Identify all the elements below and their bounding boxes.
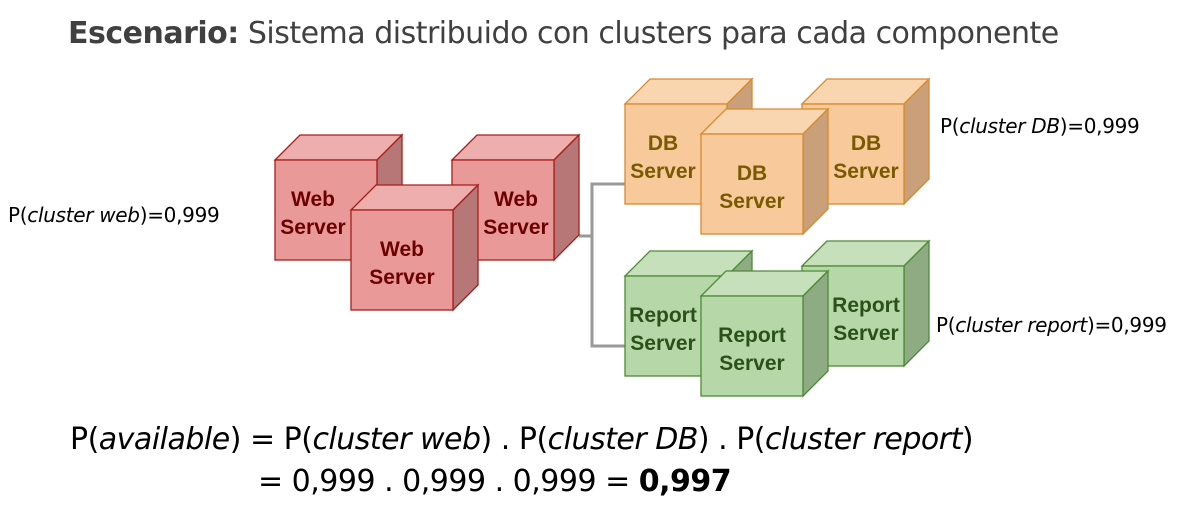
web-server-3-label: Server	[369, 266, 434, 289]
connector-branches	[590, 182, 625, 348]
web-server-1-label: Web	[291, 188, 335, 211]
formula-result: 0,997	[638, 464, 732, 499]
formula-line-2: = 0,999 . 0,999 . 0,999 = 0,997	[258, 464, 732, 499]
report-server-1-label: Server	[630, 332, 695, 355]
web-server-3-label: Web	[380, 238, 424, 261]
db-server-3-front	[700, 133, 804, 235]
scenario-title: Escenario: Sistema distribuido con clust…	[68, 16, 1059, 51]
web-server-2-label: Web	[494, 188, 538, 211]
db-server-1-label: DB	[648, 132, 678, 155]
prob-cluster-db: P(cluster DB)=0,999	[940, 114, 1140, 138]
report-server-3-label: Report	[718, 324, 786, 347]
web-server-2-label: Server	[483, 216, 548, 239]
db-server-3-label: Server	[719, 190, 784, 213]
web-server-1-label: Server	[280, 216, 345, 239]
db-server-1-label: Server	[630, 160, 695, 183]
formula-line-1: P(available) = P(cluster web) . P(cluste…	[70, 422, 974, 457]
report-server-1-label: Report	[629, 304, 697, 327]
db-server-3-label: DB	[737, 162, 767, 185]
report-server-2-label: Server	[833, 322, 898, 345]
db-server-2-label: DB	[851, 132, 881, 155]
web-server-3-front	[350, 209, 454, 311]
report-server-3-label: Server	[719, 352, 784, 375]
db-server-2-label: Server	[833, 160, 898, 183]
report-server-2-label: Report	[832, 294, 900, 317]
report-server-3-front	[700, 295, 804, 397]
prob-cluster-web: P(cluster web)=0,999	[8, 203, 220, 227]
prob-cluster-report: P(cluster report)=0,999	[936, 313, 1167, 337]
